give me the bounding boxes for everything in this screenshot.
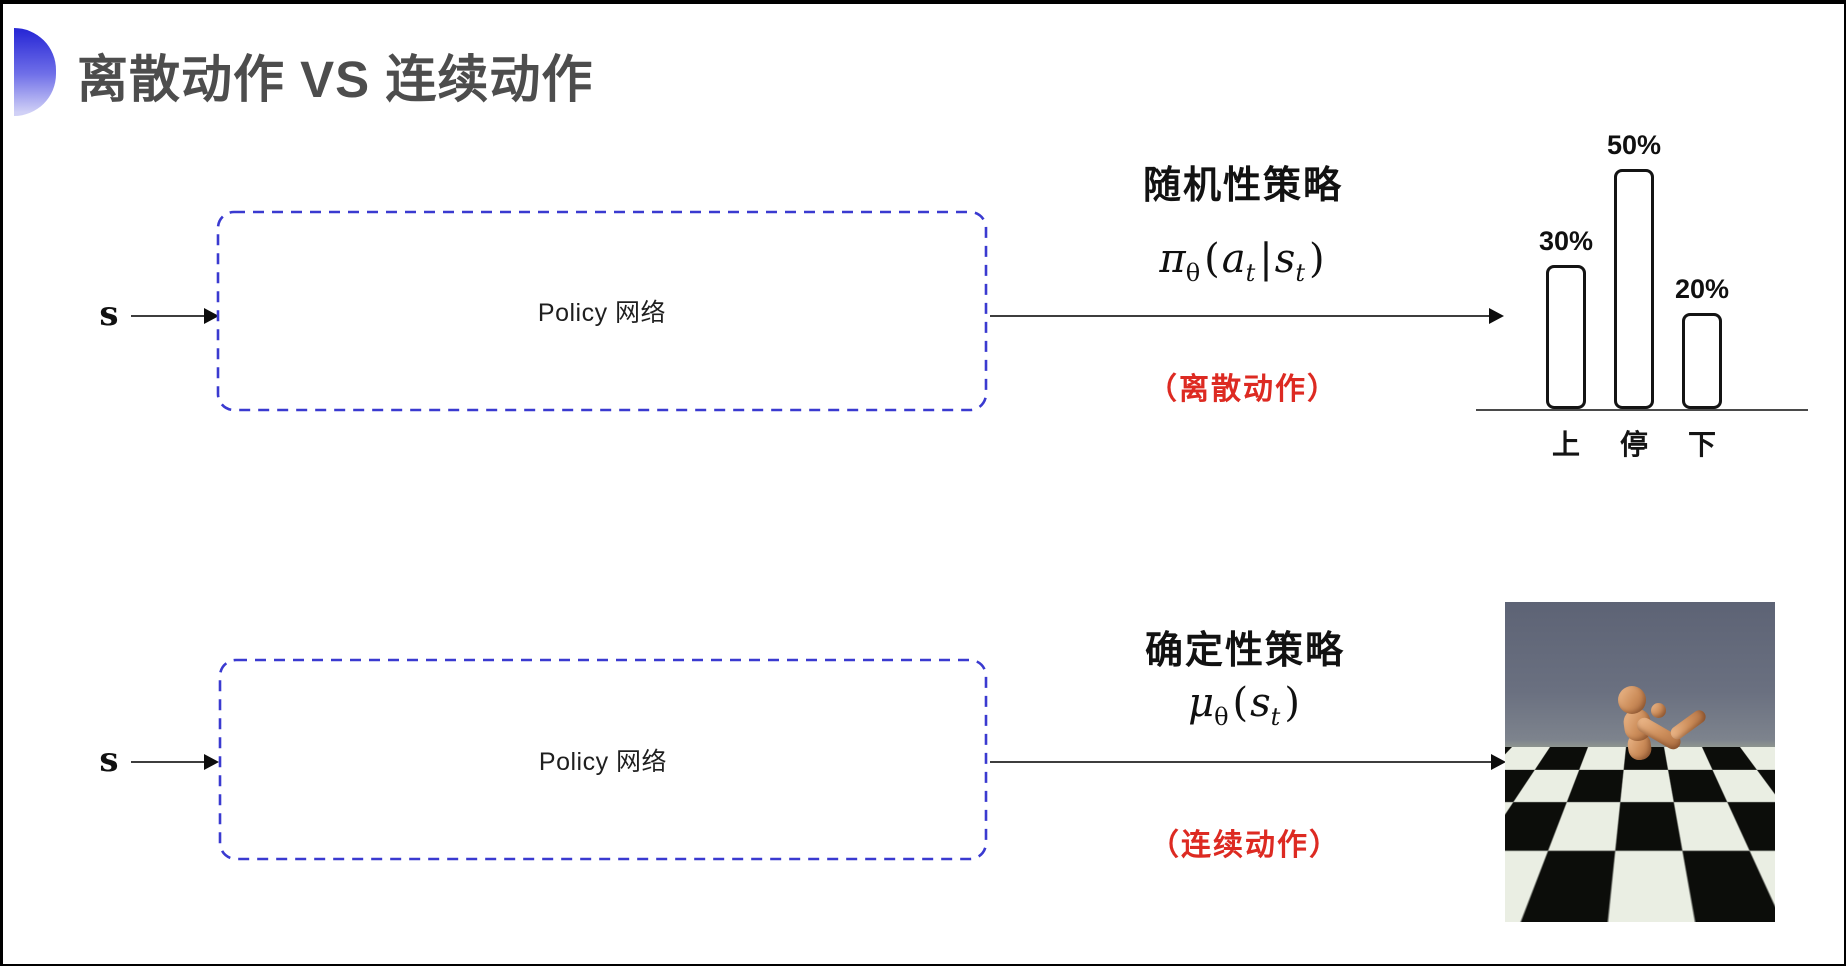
title-bullet-decor bbox=[14, 28, 56, 116]
bar-category-label: 下 bbox=[1687, 429, 1716, 460]
action-probability-bar-chart: 30% 50% 20% 上 停 下 bbox=[1476, 106, 1808, 463]
bar bbox=[1546, 265, 1586, 409]
bar bbox=[1614, 169, 1654, 409]
output-arrow-bottom bbox=[990, 754, 1506, 770]
arrow-shaft bbox=[131, 761, 204, 763]
arrow-head-icon bbox=[1491, 754, 1506, 770]
bar-column: 30% bbox=[1539, 226, 1593, 409]
formula-token: s bbox=[1274, 236, 1296, 282]
page-title: 离散动作 VS 连续动作 bbox=[77, 51, 594, 108]
humanoid-simulation-image bbox=[1505, 602, 1775, 922]
arrow-head-icon bbox=[204, 308, 219, 324]
formula-token: ( bbox=[1204, 236, 1220, 282]
stochastic-policy-formula: πθ(at|st) bbox=[1053, 236, 1433, 287]
formula-token: s bbox=[1250, 680, 1271, 726]
output-arrow-top bbox=[990, 308, 1504, 324]
formula-token: θ bbox=[1185, 259, 1201, 287]
formula-token: t bbox=[1245, 259, 1256, 287]
chart-category-axis: 上停下 bbox=[1476, 423, 1808, 463]
formula-token: | bbox=[1259, 236, 1273, 282]
stochastic-policy-heading: 随机性策略 bbox=[1142, 165, 1343, 207]
formula-token: ( bbox=[1232, 680, 1249, 726]
bar-value-label: 30% bbox=[1538, 226, 1594, 256]
input-arrow-top bbox=[131, 308, 219, 324]
formula-token: a bbox=[1221, 236, 1246, 282]
formula-token: ) bbox=[1308, 236, 1325, 282]
policy-network-box-top: Policy 网络 bbox=[216, 210, 988, 412]
input-arrow-bottom bbox=[131, 754, 219, 770]
slide: 离散动作 VS 连续动作 s Policy 网络 随机性策略 πθ(at|st)… bbox=[3, 4, 1844, 964]
arrow-shaft bbox=[990, 315, 1489, 317]
formula-token: μ bbox=[1188, 680, 1215, 726]
bar-column: 50% bbox=[1607, 130, 1661, 409]
bar-value-label: 20% bbox=[1674, 274, 1730, 304]
arrow-shaft bbox=[990, 761, 1491, 763]
bar bbox=[1682, 313, 1722, 409]
dashed-border bbox=[218, 658, 988, 861]
deterministic-policy-heading: 确定性策略 bbox=[1144, 630, 1345, 672]
formula-token: t bbox=[1270, 703, 1281, 731]
discrete-action-caption: （离散动作） bbox=[1147, 373, 1339, 406]
humanoid-toe bbox=[1584, 833, 1601, 848]
state-input-label-bottom: s bbox=[99, 740, 119, 780]
arrow-shaft bbox=[131, 315, 204, 317]
arrow-head-icon bbox=[204, 754, 219, 770]
formula-token: ) bbox=[1284, 680, 1300, 726]
state-input-label-top: s bbox=[99, 294, 119, 334]
formula-token: t bbox=[1295, 259, 1305, 287]
deterministic-policy-formula: μθ(st) bbox=[1065, 680, 1425, 731]
bar-category-label: 上 bbox=[1551, 429, 1580, 460]
bar-column: 20% bbox=[1675, 274, 1729, 409]
dashed-border bbox=[216, 210, 988, 412]
policy-network-label-bottom: Policy 网络 bbox=[538, 747, 668, 776]
chart-bars-area: 30% 50% 20% bbox=[1476, 106, 1808, 411]
humanoid-head bbox=[1618, 686, 1646, 714]
policy-network-box-bottom: Policy 网络 bbox=[218, 658, 988, 861]
humanoid-fist bbox=[1651, 703, 1666, 718]
bar-category-label: 停 bbox=[1619, 429, 1648, 460]
arrow-head-icon bbox=[1489, 308, 1504, 324]
bar-value-label: 50% bbox=[1606, 130, 1662, 160]
continuous-action-caption: （连续动作） bbox=[1149, 829, 1341, 862]
formula-token: π bbox=[1159, 236, 1186, 282]
formula-token: θ bbox=[1214, 703, 1229, 731]
humanoid-forearm bbox=[1668, 707, 1709, 742]
policy-network-label-top: Policy 网络 bbox=[537, 299, 667, 327]
